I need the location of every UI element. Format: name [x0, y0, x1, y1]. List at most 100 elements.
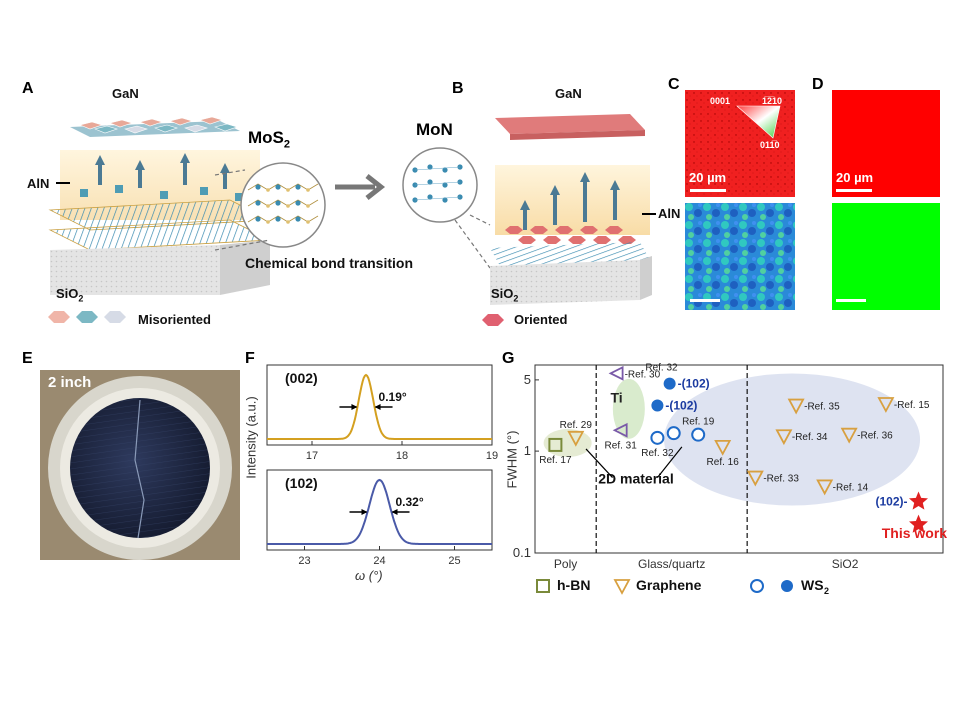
point-label: Ref. 17: [539, 455, 572, 466]
mon-layer: [490, 242, 650, 266]
point-label: -(102): [665, 399, 697, 413]
wafer-size-label: 2 inch: [48, 374, 92, 391]
point-label: -Ref. 14: [833, 482, 869, 493]
panel-b-aln-arrow: [642, 213, 656, 215]
fwhm-ylabel: FWHM (°): [504, 430, 520, 489]
graphene-marker: [840, 427, 858, 444]
panel-b-aln-label: AlN: [658, 206, 681, 221]
fwhm-arrowhead: [351, 404, 358, 410]
bond-transition-label: Chemical bond transition: [245, 255, 414, 271]
mon-inset-label: MoN: [416, 120, 453, 139]
panel-a-schematic: [48, 116, 272, 323]
mos2-inset: [240, 162, 326, 248]
tick-label: 19: [486, 450, 498, 462]
panel-c-label: C: [668, 76, 680, 93]
aln-grains: [80, 185, 243, 201]
plot-frame: [266, 364, 493, 446]
graphene-marker: [746, 470, 764, 487]
panel-b-substrate-label: SiO2: [491, 286, 518, 304]
panel-b-gan-label: GaN: [555, 86, 582, 101]
tick-label: 18: [396, 450, 408, 462]
peak-label: (102): [285, 475, 318, 491]
graphene-marker: [775, 429, 793, 446]
ws2-102-marker: [781, 580, 793, 592]
ti-region: [612, 378, 645, 439]
fwhm-value: 0.19°: [379, 390, 407, 404]
ipf-triangle: [736, 105, 781, 139]
two-d-pointer: [656, 446, 683, 478]
fwhm-arrowhead: [391, 509, 398, 515]
panel-a-aln-arrow: [56, 182, 70, 184]
mos2-inset-label: MoS2: [248, 128, 290, 150]
panel-b-label: B: [452, 80, 464, 97]
panel-e-label: E: [22, 350, 33, 367]
xrd-curve: [267, 478, 492, 545]
panel-d-label: D: [812, 76, 824, 93]
gan-oriented-layer: [495, 114, 645, 140]
ws2-marker: [666, 426, 681, 441]
category-label: SiO2: [832, 557, 859, 571]
point-label: (102)-: [876, 495, 908, 509]
legend-ws2-subscript: 2: [824, 586, 829, 596]
this-work-marker: [909, 514, 928, 533]
sio2-subscript-b: 2: [513, 293, 519, 304]
panel-a-legend-label: Misoriented: [138, 312, 211, 327]
panel-b-legend-label: Oriented: [514, 312, 568, 327]
point-label: Ref. 16: [707, 457, 740, 468]
ebsd-c-bottom: [685, 203, 795, 310]
sio2-subscript: 2: [78, 293, 84, 304]
fwhm-value: 0.32°: [396, 495, 424, 509]
gan-misoriented-layer: [70, 116, 240, 137]
peak-label: (002): [285, 370, 318, 386]
scale-bar: [690, 189, 726, 192]
ws2-marker: [650, 430, 665, 445]
point-label: -(102): [678, 377, 710, 391]
hbn-marker: [536, 579, 550, 593]
ti-label: Ti: [610, 389, 622, 405]
scale-bar: [836, 189, 872, 192]
mos2-subscript: 2: [283, 138, 291, 151]
hbn-region: [543, 429, 592, 458]
ebsd-d-top: [832, 90, 940, 197]
xrd-curve: [267, 373, 492, 440]
tick-label: 24: [373, 555, 385, 567]
xrd-bottom-plot: 23 24 25 (102) 0.32°: [266, 469, 493, 567]
sio2-text-b: SiO: [491, 286, 514, 301]
point-label: Ref. 32: [645, 362, 678, 373]
sio2-text: SiO: [56, 286, 79, 301]
point-label: Ref. 19: [682, 417, 715, 428]
ti-ref-marker: [612, 422, 628, 438]
sio2-region: [664, 373, 921, 506]
pole-1210: 1̅2̅10: [762, 96, 783, 106]
hbn-marker: [548, 437, 563, 452]
scale-label-c: 20 µm: [689, 170, 727, 185]
this-work-marker: [909, 491, 928, 510]
point-label: Ref. 31: [605, 440, 638, 451]
aln-hex-array: [505, 226, 636, 244]
panel-a-substrate-label: SiO2: [56, 286, 83, 304]
legend-hbn: h-BN: [557, 577, 590, 593]
xrd-ylabel: Intensity (a.u.): [243, 396, 259, 479]
ytick-label: 5: [524, 372, 531, 387]
point-label: Ref. 32: [641, 448, 674, 459]
this-work-label: This work: [882, 525, 948, 541]
graphene-marker: [613, 579, 631, 595]
graphene-marker: [877, 397, 895, 413]
pole-0001: 0001: [710, 96, 731, 106]
tick-label: 25: [448, 555, 460, 567]
ws2-marker: [691, 427, 706, 442]
graphene-marker: [714, 439, 732, 456]
plot-frame: [534, 364, 944, 554]
scale-bar: [836, 299, 866, 302]
ws2-marker: [750, 579, 764, 593]
tick-label: 23: [298, 555, 310, 567]
transition-arrow: [335, 174, 386, 200]
ytick-label: 1: [524, 443, 531, 458]
scale-label-d: 20 µm: [836, 170, 874, 185]
point-label: -Ref. 34: [792, 432, 828, 443]
panel-a-aln-label: AlN: [27, 176, 50, 191]
legend-graphene: Graphene: [636, 577, 702, 593]
